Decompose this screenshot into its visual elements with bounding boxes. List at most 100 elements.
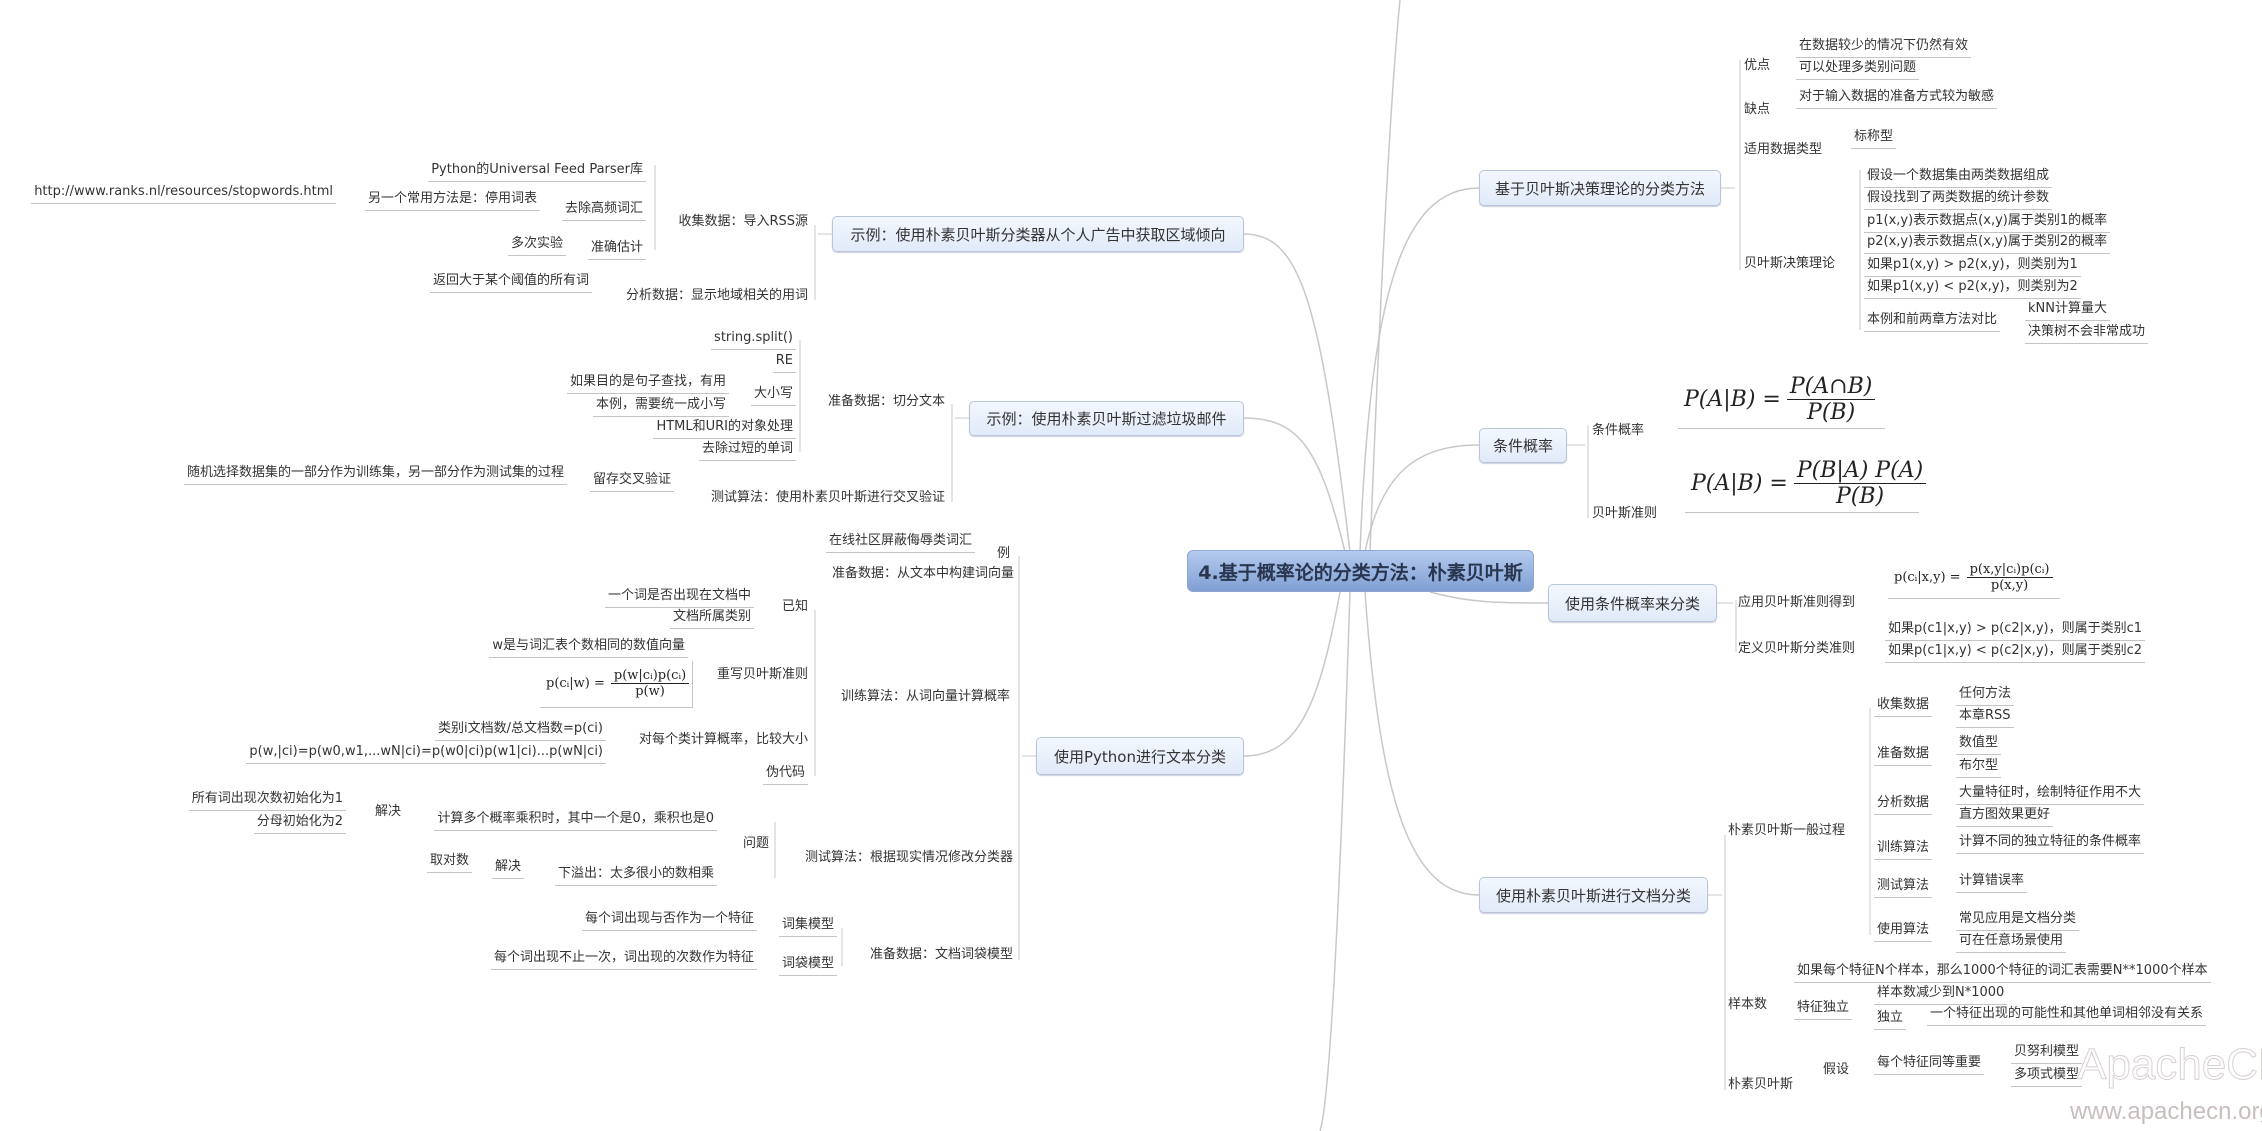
pseudo-code-label: 伪代码: [762, 763, 808, 785]
samples-label: 样本数: [1728, 997, 1768, 1012]
root-topic[interactable]: 4.基于概率论的分类方法：朴素贝叶斯: [1187, 550, 1534, 592]
w-note: w是与词汇表个数相同的数值向量: [489, 636, 688, 658]
theory-item: 假设一个数据集由两类数据组成: [1864, 166, 2053, 188]
topic-document-classification[interactable]: 使用朴素贝叶斯进行文档分类: [1479, 877, 1708, 913]
formula-numerator: p(x,y|cᵢ)p(cᵢ): [1966, 562, 2053, 578]
prep-vector-label: 准备数据：从文本中构建词向量: [831, 566, 1014, 581]
step-label: 准备数据: [1874, 744, 1933, 766]
theory-item: 如果p1(x,y) > p2(x,y)，则类别为1: [1864, 255, 2081, 277]
topic-conditional-probability[interactable]: 条件概率: [1479, 428, 1567, 463]
holdout-note: 随机选择数据集的一部分作为训练集，另一部分作为测试集的过程: [183, 463, 567, 485]
example-label: 例: [996, 546, 1010, 561]
formula-denominator: P(B): [1807, 399, 1856, 425]
rewrite-formula: p(cᵢ|w) = p(w|cᵢ)p(cᵢ)p(w): [540, 661, 693, 708]
problem-label: 问题: [742, 836, 769, 851]
pros-item: 在数据较少的情况下仍然有效: [1796, 36, 1972, 58]
formula-denominator: P(B): [1835, 483, 1885, 509]
theory-item: p2(x,y)表示数据点(x,y)属于类别2的概率: [1864, 232, 2111, 254]
root-connector: [1364, 591, 1480, 896]
solve-item: 分母初始化为2: [253, 812, 346, 834]
solve-label: 解决: [491, 857, 524, 879]
short-item: 去除过短的单词: [698, 439, 796, 461]
topic-python-text[interactable]: 使用Python进行文本分类: [1036, 737, 1244, 775]
theory-label: 贝叶斯决策理论: [1744, 256, 1836, 271]
watermark-url: www.apachecn.org: [2070, 1098, 2262, 1125]
formula-lhs: P(A|B) =: [1691, 470, 1788, 496]
step-item: 计算错误率: [1956, 871, 2028, 893]
parser-item: Python的Universal Feed Parser库: [428, 160, 646, 182]
assume-item: 每个特征同等重要: [1874, 1053, 1985, 1075]
step-label: 收集数据: [1874, 695, 1933, 717]
prepare-split-label: 准备数据：切分文本: [827, 394, 945, 409]
indep-label: 特征独立: [1794, 998, 1853, 1020]
stopwords-alt-item: 另一个常用方法是：停用词表: [364, 189, 540, 211]
test-modify-label: 测试算法：根据现实情况修改分类器: [804, 850, 1013, 865]
accurate-item: 准确估计: [587, 238, 646, 260]
known-item: 一个词是否出现在文档中: [604, 586, 754, 608]
step-item: 常见应用是文档分类: [1956, 909, 2080, 931]
topic-bayes-decision[interactable]: 基于贝叶斯决策理论的分类方法: [1479, 170, 1721, 206]
root-connector: [1364, 444, 1480, 553]
theory-item: 假设找到了两类数据的统计参数: [1864, 188, 2053, 210]
log-item: 取对数: [426, 851, 472, 873]
classify-formula: p(cᵢ|x,y) = p(x,y|cᵢ)p(cᵢ)p(x,y): [1888, 558, 2060, 599]
root-connector: [1243, 233, 1351, 553]
root-connector: [1429, 591, 1549, 604]
topic-classify-conditional[interactable]: 使用条件概率来分类: [1548, 584, 1717, 622]
stopwords-url[interactable]: http://www.ranks.nl/resources/stopwords.…: [31, 182, 336, 204]
step-item: 数值型: [1956, 733, 2002, 755]
step-item: 布尔型: [1956, 756, 2002, 778]
example-item: 在线社区屏蔽侮辱类词汇: [825, 531, 975, 553]
html-item: HTML和URI的对象处理: [653, 417, 796, 439]
pros-item: 可以处理多类别问题: [1796, 58, 1920, 80]
formula-lhs: p(cᵢ|w) =: [546, 675, 605, 691]
cross-validation-label: 测试算法：使用朴素贝叶斯进行交叉验证: [710, 490, 945, 505]
indep-sub-label: 独立: [1874, 1008, 1907, 1030]
step-label: 分析数据: [1874, 793, 1933, 815]
step-label: 测试算法: [1874, 876, 1933, 898]
formula-denominator: p(x,y): [1990, 577, 2029, 593]
multi-exp-item: 多次实验: [507, 234, 566, 256]
compare-item: 决策树不会非常成功: [2025, 322, 2149, 344]
step-item: 计算不同的独立特征的条件概率: [1956, 832, 2145, 854]
solve-item: 所有词出现次数初始化为1: [188, 789, 346, 811]
root-connector: [1359, 187, 1480, 553]
step-label: 训练算法: [1874, 838, 1933, 860]
train-label: 训练算法：从词向量计算概率: [840, 689, 1010, 704]
theory-item: 如果p1(x,y) < p2(x,y)，则类别为2: [1864, 277, 2081, 299]
each-class-label: 对每个类计算概率，比较大小: [638, 732, 808, 747]
root-connector: [1369, 0, 1401, 553]
conditional-probability-formula: P(A|B) = P(A∩B)P(B): [1678, 372, 1885, 429]
case-label: 大小写: [750, 384, 796, 406]
bayes-rule-formula: P(A|B) = P(B|A) P(A)P(B): [1685, 456, 1927, 513]
each-class-item: 类别i文档数/总文档数=p(ci): [434, 719, 606, 741]
zero-problem: 计算多个概率乘积时，其中一个是0，乘积也是0: [434, 809, 717, 831]
analyze-item: 返回大于某个阈值的所有词: [429, 271, 592, 293]
bayes-rule-label: 贝叶斯准则: [1592, 506, 1658, 521]
watermark-logo: ApacheCN: [2077, 1040, 2262, 1090]
types-item: 标称型: [1851, 127, 1897, 149]
cond-def-label: 条件概率: [1592, 423, 1645, 438]
underflow-problem: 下溢出：太多很小的数相乘: [554, 864, 717, 886]
set-model-note: 每个词出现与否作为一个特征: [581, 909, 757, 931]
rule-label: 定义贝叶斯分类准则: [1738, 641, 1856, 656]
split-item: string.split(): [711, 328, 796, 350]
step-item: 本章RSS: [1956, 706, 2014, 728]
rule-item: 如果p(c1|x,y) < p(c2|x,y)，则属于类别c2: [1885, 641, 2146, 663]
topic-spam-example[interactable]: 示例：使用朴素贝叶斯过滤垃圾邮件: [969, 401, 1244, 436]
topic-ads-example[interactable]: 示例：使用朴素贝叶斯分类器从个人广告中获取区域倾向: [832, 216, 1244, 252]
set-model-label: 词集模型: [778, 915, 837, 937]
collect-rss-label: 收集数据：导入RSS源: [678, 214, 808, 229]
formula-lhs: p(cᵢ|x,y) =: [1894, 569, 1961, 585]
known-item: 文档所属类别: [669, 607, 754, 629]
re-item: RE: [772, 351, 796, 373]
compare-label: 本例和前两章方法对比: [1864, 310, 2001, 332]
case-item: 本例，需要统一成小写: [592, 395, 729, 417]
formula-numerator: p(w|cᵢ)p(cᵢ): [610, 668, 690, 684]
rewrite-label: 重写贝叶斯准则: [716, 667, 808, 682]
holdout-label: 留存交叉验证: [589, 470, 674, 492]
process-label: 朴素贝叶斯一般过程: [1728, 823, 1846, 838]
naive-bayes-label: 朴素贝叶斯: [1728, 1077, 1794, 1092]
formula-numerator: P(B|A) P(A): [1793, 458, 1927, 484]
